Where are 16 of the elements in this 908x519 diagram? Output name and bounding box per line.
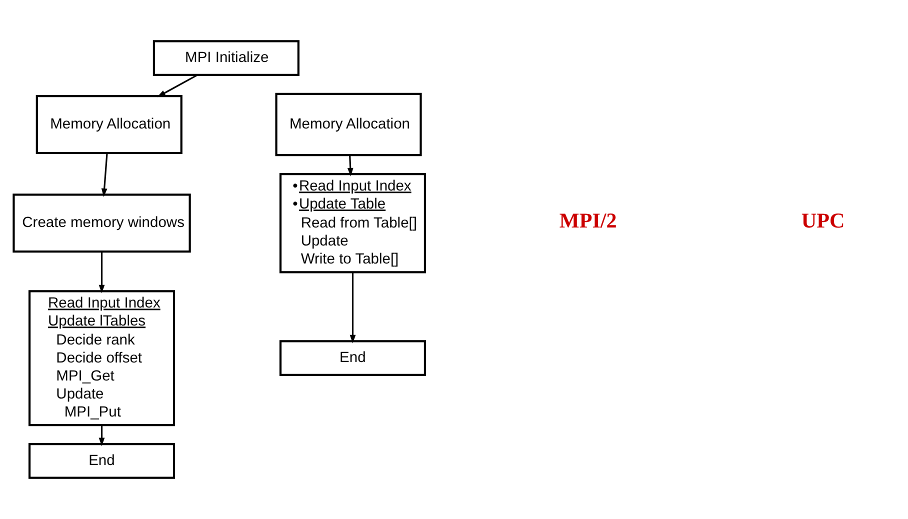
node-box: Create memory windows [12, 194, 190, 253]
arrow [98, 252, 104, 294]
label: UPC [800, 208, 844, 232]
node-box: Memory Allocation [274, 92, 422, 156]
arrow [98, 425, 104, 446]
node-box: Read Input Index Update lTables Decide rank Decide offset MPI_Get Update MPI_Put [28, 290, 175, 426]
label: MPI/2 [558, 208, 616, 232]
node-box: MPI Initialize [152, 40, 299, 76]
node-box: End [28, 442, 175, 479]
arrow [100, 153, 108, 197]
node-box: End [278, 340, 426, 376]
arrow [156, 74, 198, 98]
node-box: Memory Allocation [35, 95, 182, 154]
node-box: •Read Input Index •Update Table Read from Table[] Update Write to Table[] [278, 173, 426, 274]
arrow [346, 156, 353, 176]
arrow [349, 272, 356, 344]
